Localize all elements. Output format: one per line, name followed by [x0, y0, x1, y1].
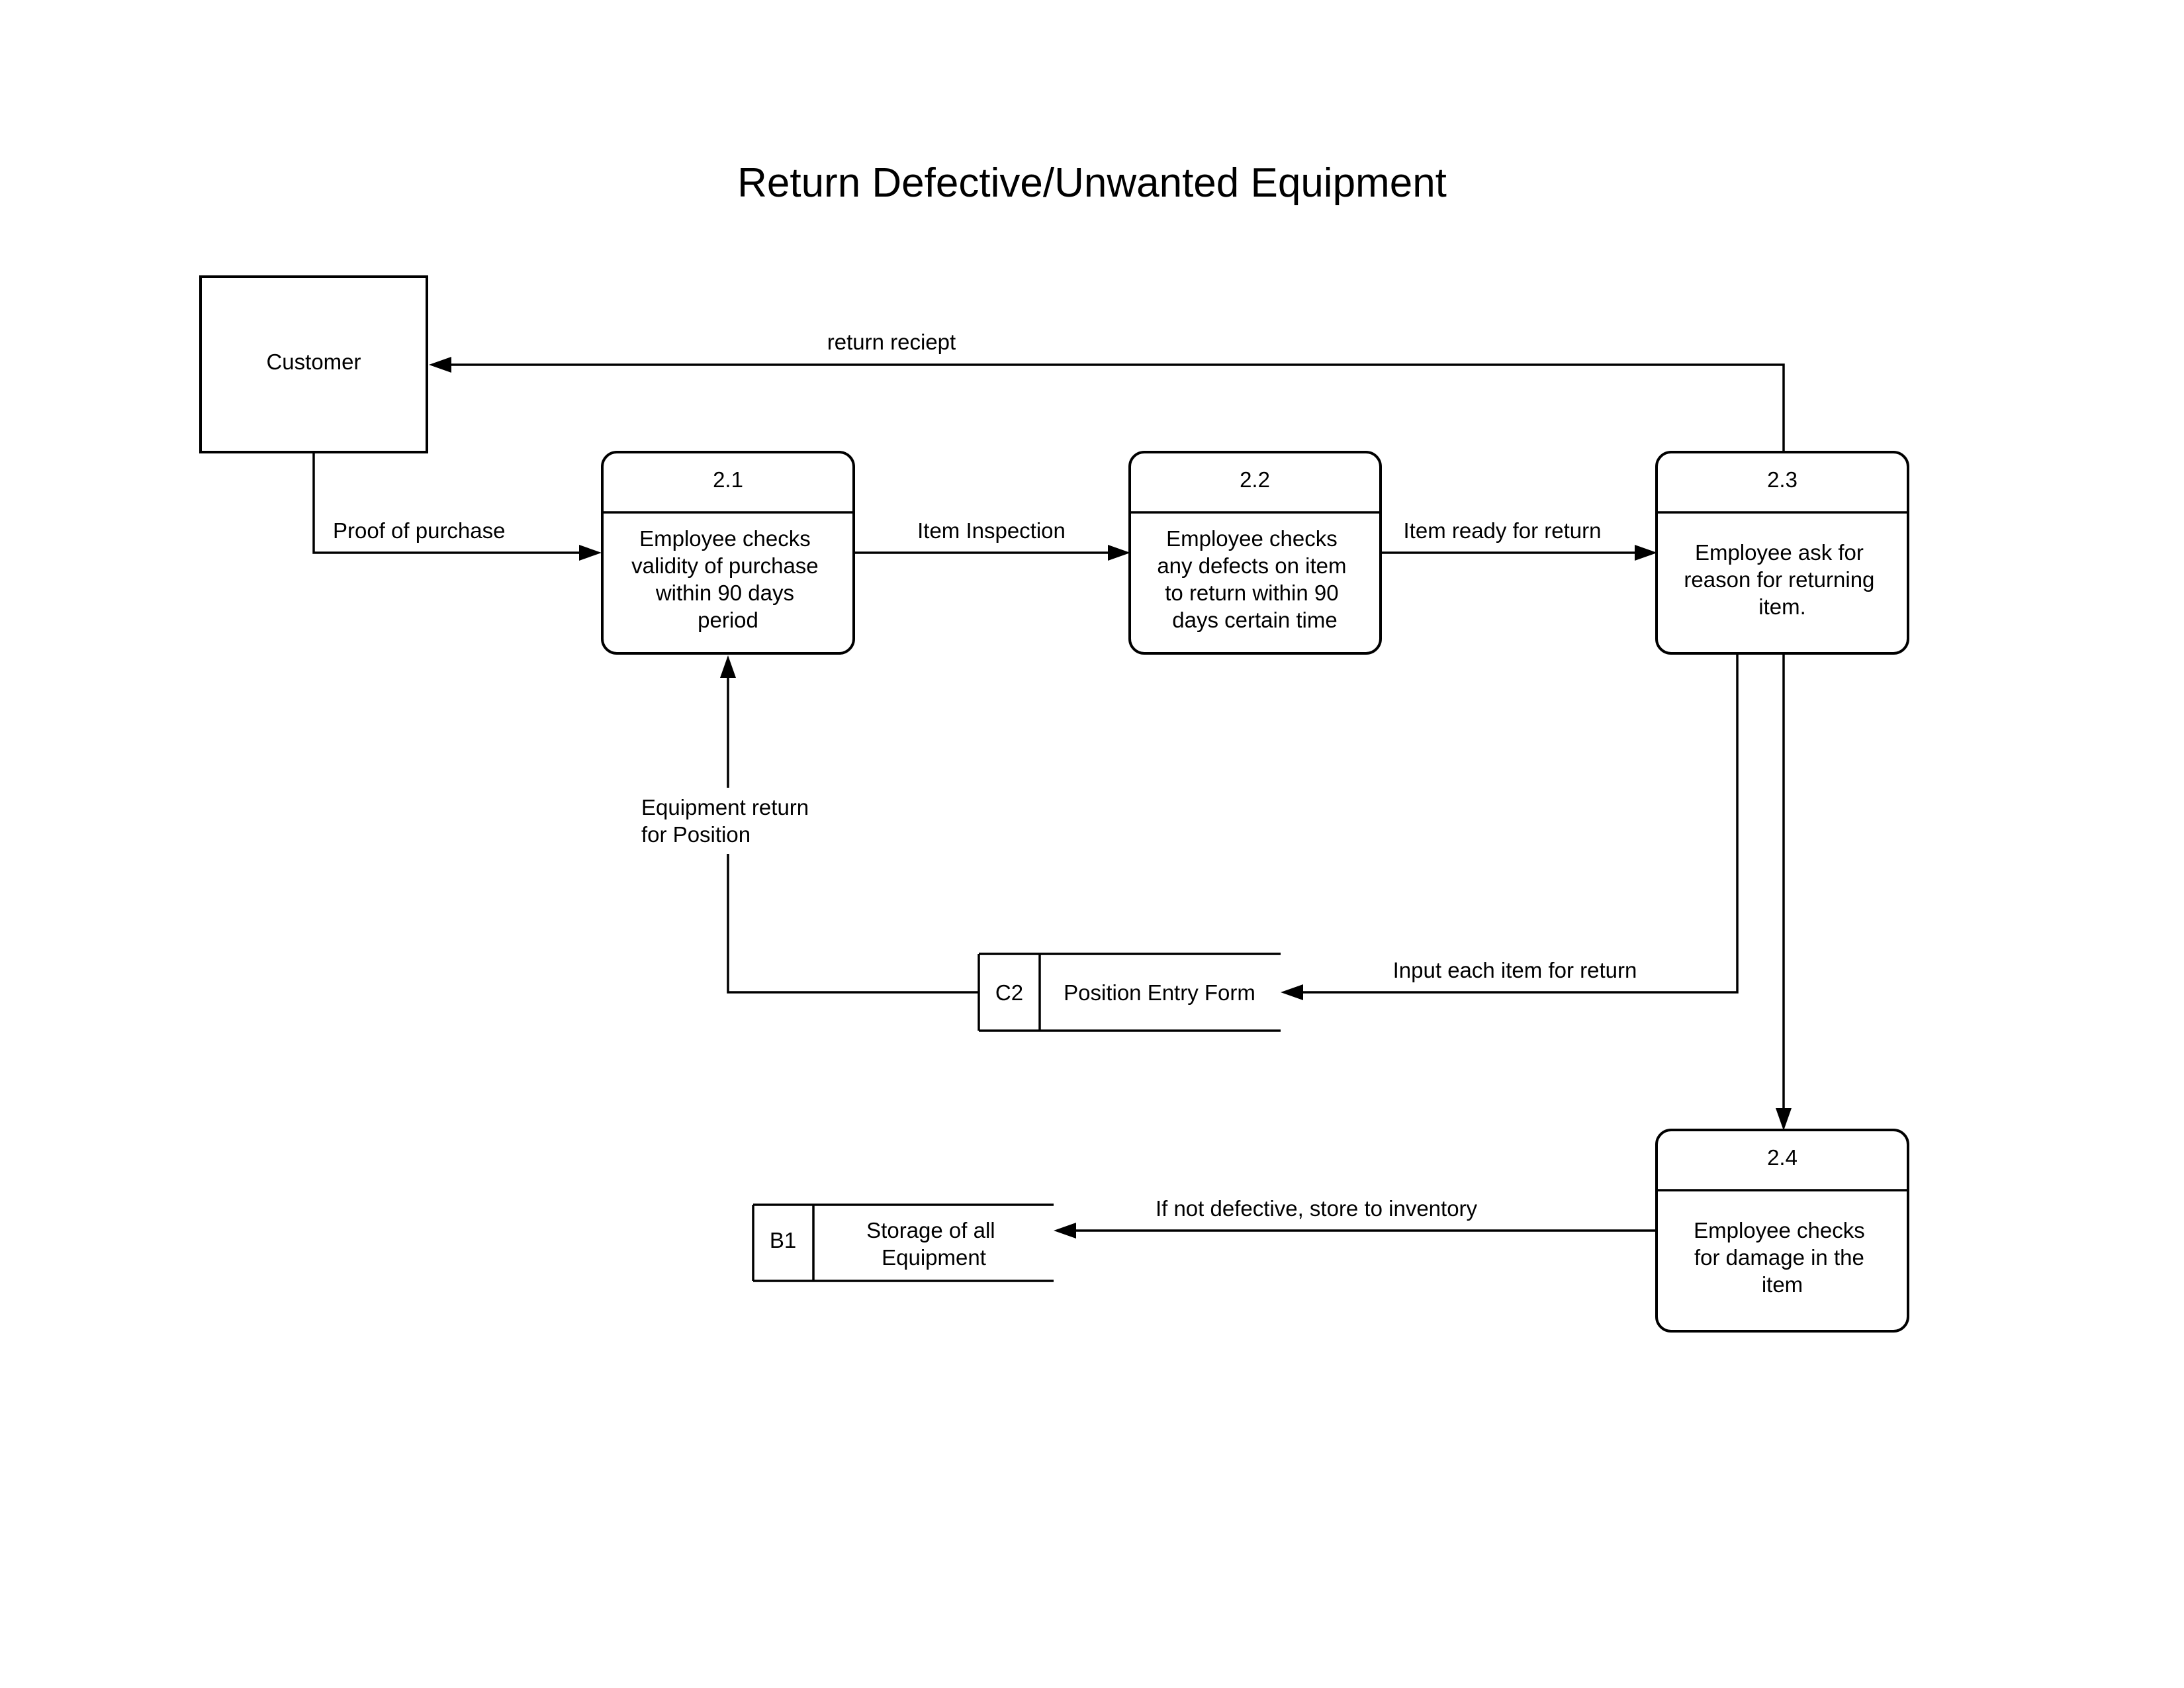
- arrowhead-equipment-return: [720, 655, 736, 678]
- arrowhead-item-inspection: [1108, 545, 1130, 561]
- data-store-b1-id: B1: [770, 1228, 796, 1252]
- process-2-1-id: 2.1: [713, 467, 743, 492]
- data-store-c2: C2 Position Entry Form: [978, 953, 1281, 1032]
- process-2-4-line-1: Employee checks: [1694, 1218, 1865, 1243]
- process-2-4-line-2: for damage in the: [1694, 1245, 1864, 1270]
- process-2-2-line-3: to return within 90: [1165, 581, 1338, 605]
- flow-label-proof-of-purchase: Proof of purchase: [333, 518, 506, 543]
- process-2-2-line-2: any defects on item: [1157, 553, 1346, 578]
- arrowhead-proof-of-purchase: [579, 545, 602, 561]
- data-store-c2-name: Position Entry Form: [1064, 980, 1255, 1005]
- process-2-3-line-1: Employee ask for: [1695, 540, 1864, 565]
- arrowhead-item-ready: [1635, 545, 1657, 561]
- flow-label-input-each-item: Input each item for return: [1393, 958, 1637, 982]
- flow-label-item-ready: Item ready for return: [1404, 518, 1602, 543]
- process-2-1-description: Employee checks validity of purchase wit…: [631, 526, 825, 632]
- flow-label-equipment-return: Equipment return for Position: [641, 795, 815, 847]
- diagram-title: Return Defective/Unwanted Equipment: [737, 160, 1447, 206]
- flow-label-return-receipt: return reciept: [827, 330, 956, 354]
- data-store-b1-line-2: Equipment: [882, 1245, 986, 1270]
- process-2-2-id: 2.2: [1240, 467, 1270, 492]
- process-2-2-line-4: days certain time: [1172, 608, 1337, 632]
- process-2-3-id: 2.3: [1767, 467, 1797, 492]
- process-2-1-line-2: validity of purchase: [631, 553, 818, 578]
- flow-label-item-inspection: Item Inspection: [917, 518, 1066, 543]
- process-2-4-description: Employee checks for damage in the item: [1694, 1218, 1871, 1297]
- process-2-2-line-1: Employee checks: [1166, 526, 1338, 551]
- flow-line-equipment-return: [727, 669, 979, 994]
- arrowhead-return-receipt: [429, 357, 451, 373]
- flow-line-input-each-item: [1294, 654, 1739, 994]
- flow-line-return-receipt: [442, 363, 1785, 452]
- arrowhead-input-each-item: [1281, 984, 1303, 1000]
- process-2-3: 2.3 Employee ask for reason for returnin…: [1655, 451, 1909, 655]
- customer-label: Customer: [266, 350, 361, 374]
- process-2-4: 2.4 Employee checks for damage in the it…: [1655, 1129, 1909, 1333]
- process-2-2: 2.2 Employee checks any defects on item …: [1128, 451, 1382, 655]
- process-2-3-description: Employee ask for reason for returning it…: [1684, 540, 1880, 619]
- flow-label-store-to-inventory: If not defective, store to inventory: [1156, 1196, 1478, 1221]
- process-2-1-line-1: Employee checks: [639, 526, 811, 551]
- flow-label-equipment-return-line-2: for Position: [641, 822, 751, 847]
- process-2-3-line-2: reason for returning: [1684, 567, 1874, 592]
- process-2-1: 2.1 Employee checks validity of purchase…: [601, 451, 855, 655]
- process-2-1-line-4: period: [698, 608, 758, 632]
- process-2-4-line-3: item: [1762, 1272, 1803, 1297]
- data-store-c2-id: C2: [995, 980, 1023, 1005]
- flow-line-proof-of-purchase: [312, 452, 588, 554]
- data-store-b1-name: Storage of all Equipment: [866, 1218, 1001, 1270]
- data-store-b1-line-1: Storage of all: [866, 1218, 995, 1243]
- arrowhead-store-to-inventory: [1054, 1223, 1076, 1239]
- label-bg: [702, 788, 754, 854]
- data-store-b1: B1 Storage of all Equipment: [752, 1203, 1054, 1282]
- customer-entity: Customer: [199, 275, 428, 453]
- label-bg: [811, 326, 970, 357]
- process-2-3-line-3: item.: [1758, 594, 1806, 619]
- process-2-4-id: 2.4: [1767, 1145, 1797, 1170]
- flow-label-equipment-return-line-1: Equipment return: [641, 795, 809, 820]
- process-2-1-line-3: within 90 days: [655, 581, 794, 605]
- process-2-2-description: Employee checks any defects on item to r…: [1157, 526, 1352, 632]
- arrowhead-to-2-4: [1776, 1108, 1792, 1131]
